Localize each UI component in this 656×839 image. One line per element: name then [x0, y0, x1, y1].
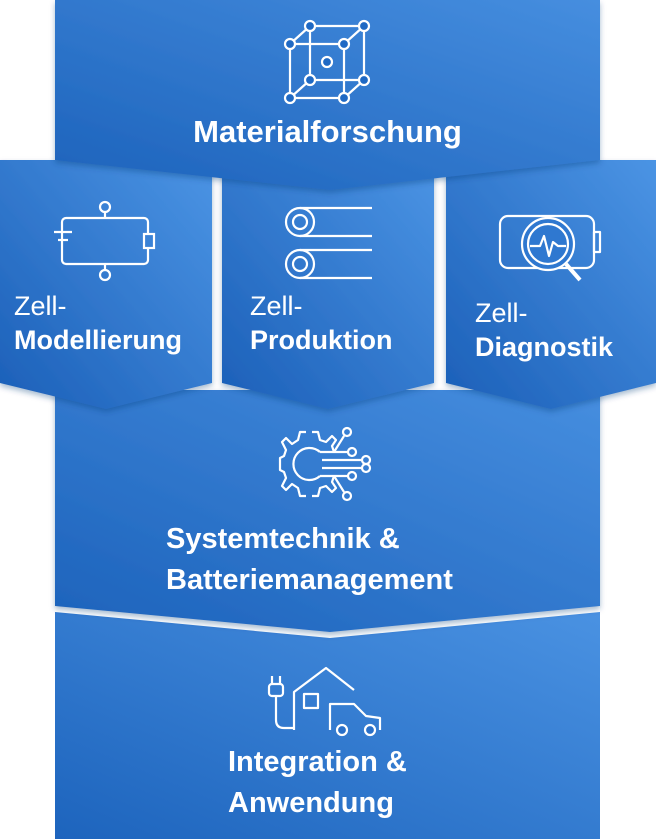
modellierung-line2: Modellierung — [14, 324, 182, 355]
integration-line1: Integration & — [228, 746, 407, 778]
materialforschung-title: Materialforschung — [193, 114, 462, 149]
label-systemtechnik: Systemtechnik & Batteriemanagement — [166, 519, 453, 600]
block-integration — [55, 612, 600, 839]
cube-lattice-icon — [283, 18, 374, 106]
block-systemtechnik — [55, 390, 600, 632]
diagnostik-line2: Diagnostik — [475, 331, 614, 362]
produktion-line2: Produktion — [250, 324, 393, 355]
diagnostik-line1: Zell- — [475, 298, 528, 328]
house-plug-car-icon — [266, 664, 390, 737]
roller-coil-icon — [280, 202, 376, 282]
label-diagnostik: Zell- Diagnostik — [475, 297, 613, 365]
label-materialforschung: Materialforschung — [55, 113, 600, 152]
block-modellierung — [0, 160, 212, 409]
produktion-line1: Zell- — [250, 291, 303, 321]
systemtechnik-line2: Batteriemanagement — [166, 563, 453, 596]
block-materialforschung — [55, 0, 600, 190]
label-produktion: Zell- Produktion — [250, 290, 393, 358]
battery-magnifier-icon — [496, 208, 604, 288]
systemtechnik-line1: Systemtechnik & — [166, 523, 400, 555]
modellierung-line1: Zell- — [14, 291, 67, 321]
block-produktion — [222, 160, 434, 409]
label-integration: Integration & Anwendung — [228, 742, 407, 823]
block-diagnostik — [446, 160, 656, 409]
circuit-battery-icon — [48, 200, 160, 282]
integration-line2: Anwendung — [228, 786, 394, 819]
label-modellierung: Zell- Modellierung — [14, 290, 182, 358]
gear-circuit-icon — [278, 422, 380, 506]
